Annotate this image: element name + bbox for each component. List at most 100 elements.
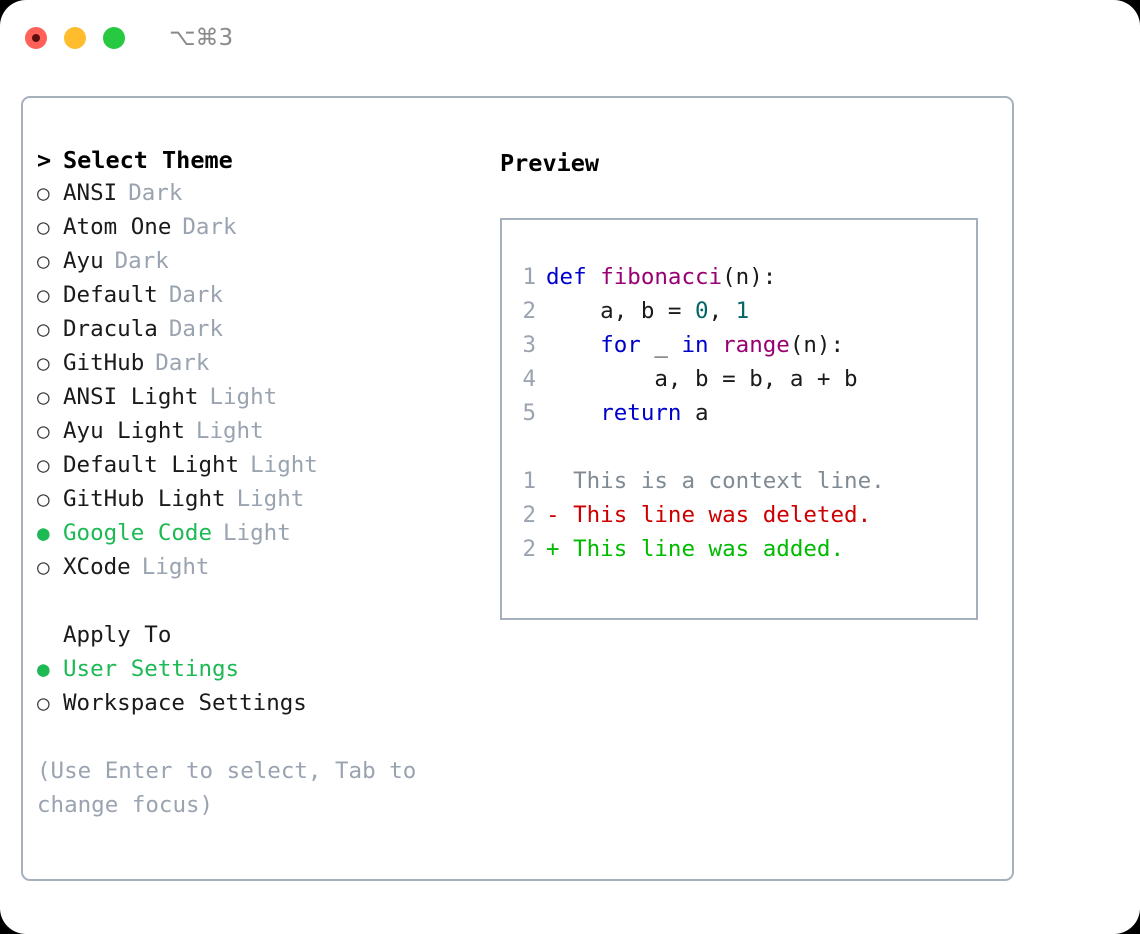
prompt-caret-icon: > [37,146,52,174]
minimize-window-button[interactable] [64,27,86,49]
code-token-plain [546,400,600,426]
code-token-plain: , [708,298,736,324]
radio-unselected-icon: ○ [37,215,50,239]
code-line-text: return a [546,400,709,426]
diff-line-number: 2 [522,536,536,562]
select-theme-title: Select Theme [63,146,233,174]
theme-variant-badge: Dark [182,214,237,240]
diff-line-number: 2 [522,502,536,528]
keyboard-hint-text: (Use Enter to select, Tab to change focu… [37,758,417,818]
radio-unselected-icon: ○ [37,351,50,375]
theme-name-label: XCode [63,554,131,580]
diff-line-deleted: 2- This line was deleted. [502,502,976,536]
theme-list-item[interactable]: ● Google Code Light [37,520,477,554]
code-token-function: range [722,332,790,358]
code-preview-box: 1 def fibonacci(n): 2 a, b = 0, 1 3 for _ i… [500,218,978,620]
code-line: 4 a, b = b, a + b [502,366,976,400]
code-line-number: 2 [522,298,536,324]
theme-name-label: Atom One [63,214,172,240]
theme-variant-badge: Light [250,452,318,478]
apply-to-list: ●User Settings○ Workspace Settings [37,656,477,724]
theme-list-item[interactable]: ○ Dracula Dark [37,316,477,350]
theme-variant-badge: Light [209,384,278,410]
theme-name-label: Default [63,282,158,308]
keyboard-shortcut-label: ⌥⌘3 [169,25,234,51]
diff-sample: 1 This is a context line.2- This line wa… [502,468,976,570]
radio-unselected-icon: ○ [37,691,50,715]
list-spacer [37,588,477,622]
theme-name-label: Default Light [63,452,240,478]
theme-variant-badge: Dark [155,350,210,376]
code-token-plain: (n): [722,264,777,290]
theme-list-item[interactable]: ○ Atom One Dark [37,214,477,248]
theme-list-item[interactable]: ○ Default Light Light [37,452,477,486]
theme-list-item[interactable]: ○ ANSI Dark [37,180,477,214]
code-line-text: a, b = 0, 1 [546,298,749,324]
code-token-plain [709,332,723,358]
close-window-button[interactable] [25,27,47,49]
code-token-plain: _ [640,332,682,358]
code-token-number: 0 [695,298,709,324]
diff-line-text: This line was added. [573,536,845,562]
apply-to-label: User Settings [63,656,240,682]
radio-unselected-icon: ○ [37,453,50,477]
radio-unselected-icon: ○ [37,317,50,341]
theme-name-label: ANSI [63,180,118,206]
code-token-plain: a [681,400,709,426]
code-line-number: 3 [522,332,536,358]
apply-to-item[interactable]: ●User Settings [37,656,477,690]
radio-unselected-icon: ○ [37,249,50,273]
code-line-text: def fibonacci(n): [546,264,776,290]
code-token-number: 1 [735,298,750,324]
theme-variant-badge: Dark [128,180,183,206]
apply-to-marker-placeholder [37,623,63,647]
code-sample: 1 def fibonacci(n): 2 a, b = 0, 1 3 for _ i… [502,264,976,434]
code-token-keyword: for [600,332,641,358]
traffic-light-group [25,27,125,49]
diff-line-text: This line was deleted. [573,502,872,528]
theme-name-label: Ayu [63,248,104,274]
theme-variant-badge: Light [223,520,291,546]
radio-unselected-icon: ○ [37,181,50,205]
theme-name-label: Ayu Light [63,418,185,444]
diff-marker: - [546,502,574,528]
code-line-text: for _ in range(n): [546,332,844,358]
theme-name-label: GitHub Light [63,486,226,512]
radio-selected-icon: ● [37,521,50,545]
code-line-number: 4 [522,366,536,392]
radio-unselected-icon: ○ [37,385,50,409]
diff-line-context: 1 This is a context line. [502,468,976,502]
maximize-window-button[interactable] [103,27,125,49]
code-diff-gap [502,434,976,468]
radio-unselected-icon: ○ [37,555,50,579]
code-token-plain: a, b = [546,298,696,324]
code-token-keyword: in [681,332,709,358]
theme-variant-badge: Light [195,418,264,444]
code-token-function: fibonacci [600,264,723,290]
code-token-plain: (n): [789,332,845,358]
apply-to-label: Workspace Settings [63,690,307,716]
theme-name-label: Dracula [63,316,158,342]
theme-name-label: Google Code [63,520,213,546]
apply-to-item[interactable]: ○ Workspace Settings [37,690,477,724]
radio-unselected-icon: ○ [37,283,50,307]
theme-variant-badge: Dark [168,316,224,342]
theme-variant-badge: Light [236,486,305,512]
code-line: 3 for _ in range(n): [502,332,976,366]
diff-line-number: 1 [522,468,536,494]
code-token-plain [546,332,600,358]
title-bar: ⌥⌘3 [0,0,1140,76]
code-line: 5 return a [502,400,976,434]
diff-marker: + [546,536,574,562]
diff-marker [546,468,573,494]
apply-to-title: Apply To [63,622,172,648]
